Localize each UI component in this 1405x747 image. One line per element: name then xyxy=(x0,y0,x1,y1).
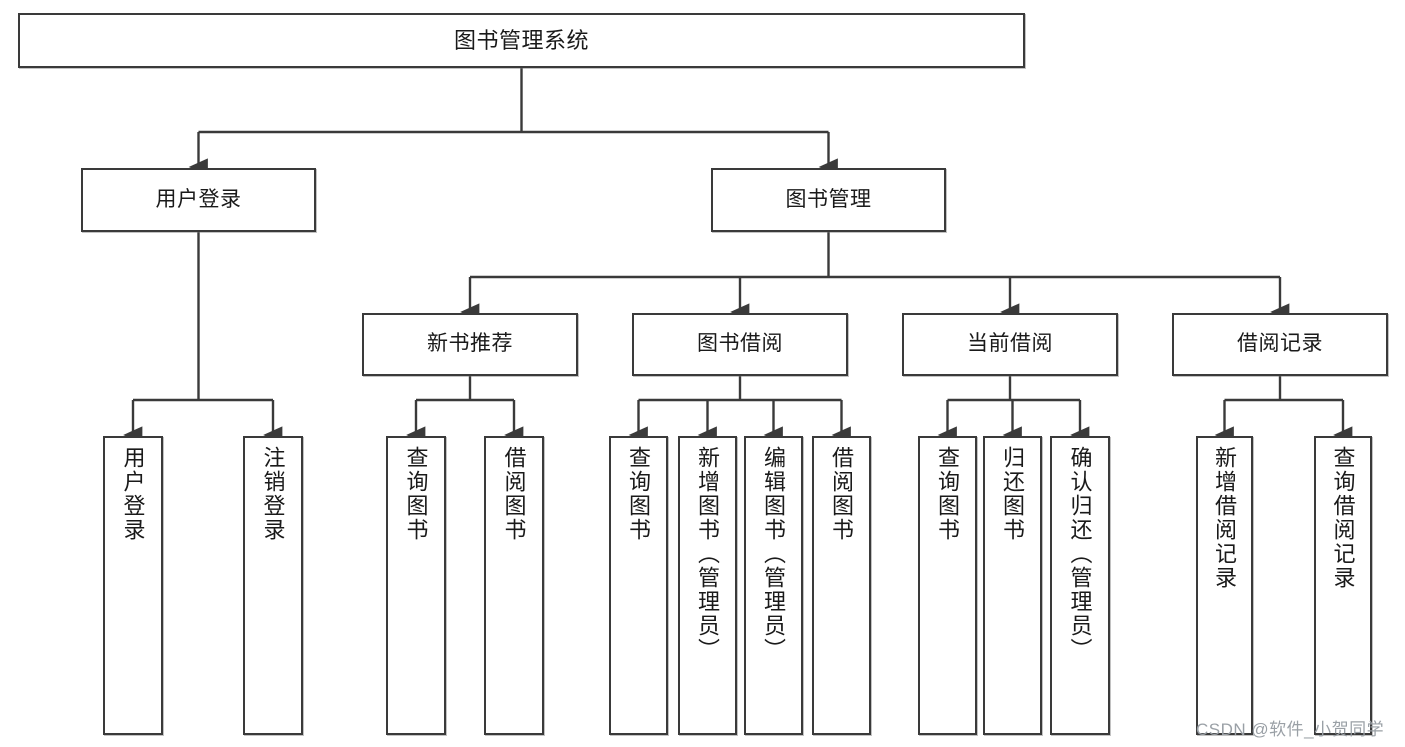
node-leaf-cb-confirm[interactable]: 确认归还（管理员） xyxy=(1050,436,1110,735)
node-leaf-bb-edit[interactable]: 编辑图书（管理员） xyxy=(744,436,803,735)
node-leaf-br-add-label: 新增借阅记录 xyxy=(1212,446,1238,590)
node-new-book-rec-label: 新书推荐 xyxy=(427,332,513,356)
node-leaf-rec-borrow[interactable]: 借阅图书 xyxy=(484,436,544,735)
node-leaf-cb-return[interactable]: 归还图书 xyxy=(983,436,1042,735)
node-leaf-bb-borrow[interactable]: 借阅图书 xyxy=(812,436,871,735)
node-current-borrow[interactable]: 当前借阅 xyxy=(902,313,1118,376)
node-leaf-user-logout-label: 注销登录 xyxy=(260,446,286,542)
node-leaf-br-add[interactable]: 新增借阅记录 xyxy=(1196,436,1253,735)
node-user-login[interactable]: 用户登录 xyxy=(81,168,316,232)
node-leaf-rec-borrow-label: 借阅图书 xyxy=(501,446,527,542)
node-book-borrow-label: 图书借阅 xyxy=(697,332,783,356)
node-leaf-br-query-label: 查询借阅记录 xyxy=(1330,446,1356,590)
node-leaf-cb-query-label: 查询图书 xyxy=(935,446,961,542)
node-leaf-br-query[interactable]: 查询借阅记录 xyxy=(1314,436,1372,735)
node-current-borrow-label: 当前借阅 xyxy=(967,332,1053,356)
node-user-login-label: 用户登录 xyxy=(155,187,242,211)
node-new-book-rec[interactable]: 新书推荐 xyxy=(362,313,578,376)
node-leaf-rec-query[interactable]: 查询图书 xyxy=(386,436,446,735)
node-leaf-user-logout[interactable]: 注销登录 xyxy=(243,436,303,735)
node-leaf-cb-query[interactable]: 查询图书 xyxy=(918,436,977,735)
node-book-borrow[interactable]: 图书借阅 xyxy=(632,313,848,376)
node-root-label: 图书管理系统 xyxy=(453,27,589,53)
node-borrow-record[interactable]: 借阅记录 xyxy=(1172,313,1388,376)
node-leaf-rec-query-label: 查询图书 xyxy=(403,446,429,542)
node-leaf-cb-confirm-label: 确认归还（管理员） xyxy=(1067,446,1093,662)
node-book-manage-label: 图书管理 xyxy=(785,187,872,211)
node-leaf-bb-add[interactable]: 新增图书（管理员） xyxy=(678,436,737,735)
node-borrow-record-label: 借阅记录 xyxy=(1237,332,1323,356)
node-root[interactable]: 图书管理系统 xyxy=(18,13,1025,68)
node-leaf-bb-add-label: 新增图书（管理员） xyxy=(695,446,721,662)
csdn-watermark: CSDN @软件_小贺同学 xyxy=(1196,720,1385,739)
node-leaf-bb-query[interactable]: 查询图书 xyxy=(609,436,668,735)
node-leaf-bb-query-label: 查询图书 xyxy=(626,446,652,542)
node-leaf-bb-edit-label: 编辑图书（管理员） xyxy=(761,446,787,662)
node-leaf-user-login[interactable]: 用户登录 xyxy=(103,436,163,735)
node-leaf-cb-return-label: 归还图书 xyxy=(1000,446,1026,542)
node-book-manage[interactable]: 图书管理 xyxy=(711,168,946,232)
node-leaf-user-login-label: 用户登录 xyxy=(120,446,146,542)
node-leaf-bb-borrow-label: 借阅图书 xyxy=(829,446,855,542)
